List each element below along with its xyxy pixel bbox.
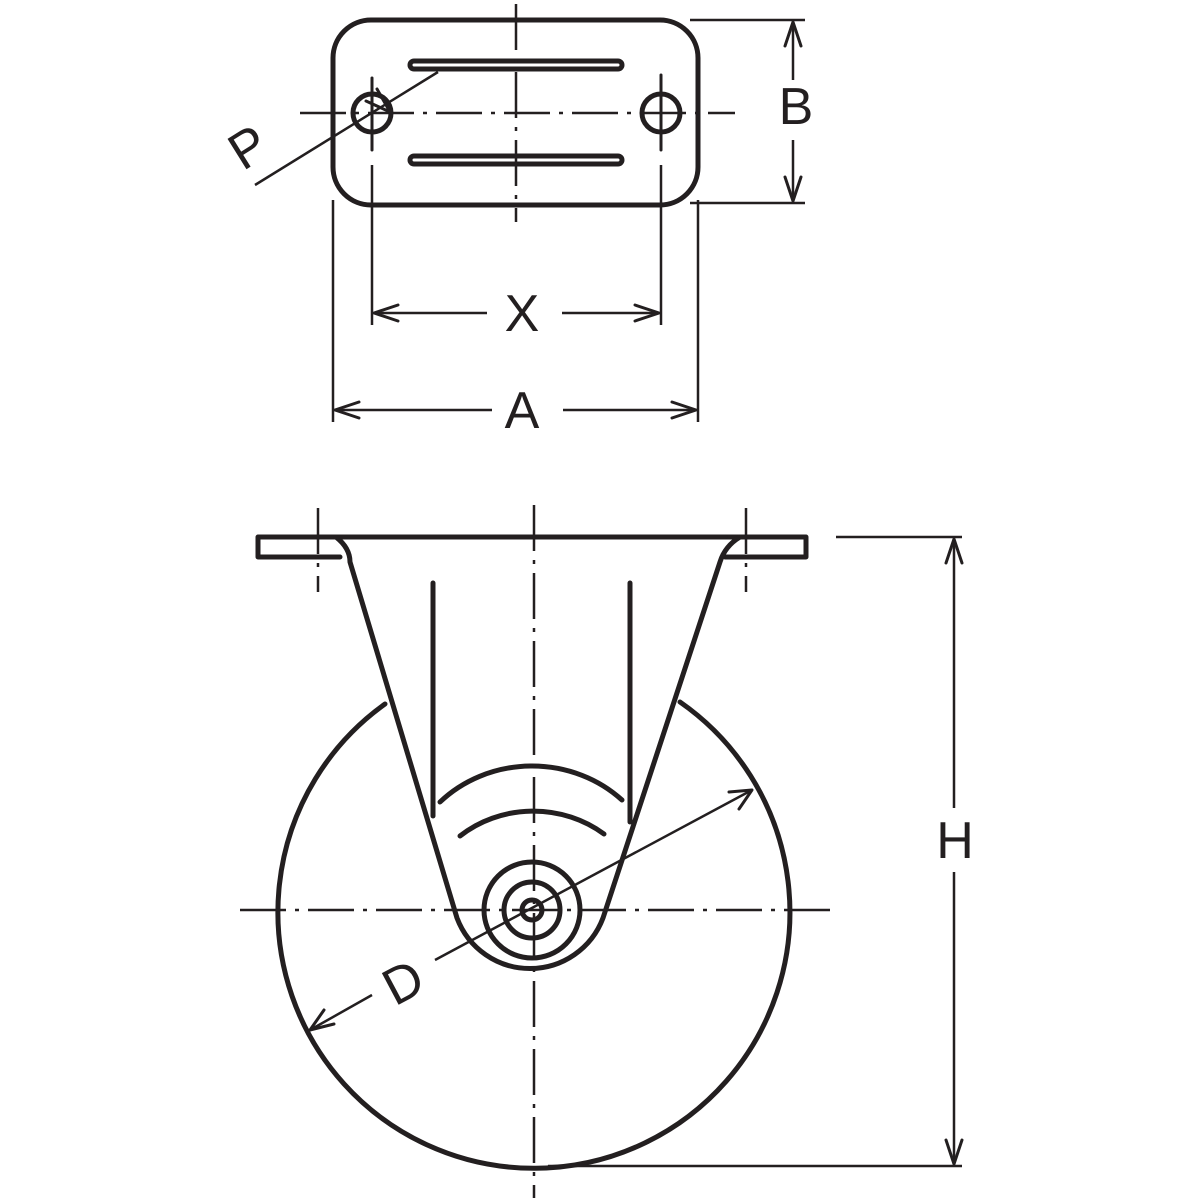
label-h: H bbox=[936, 812, 974, 870]
a-arrow-left bbox=[333, 400, 361, 420]
a-arrow-right bbox=[670, 400, 698, 420]
x-arrow-left bbox=[372, 303, 400, 323]
label-x: X bbox=[505, 285, 540, 343]
d-dimension-line-upper bbox=[434, 788, 753, 962]
d-arrow-lower bbox=[308, 1008, 336, 1032]
fork-outline bbox=[333, 534, 743, 972]
hub-arc-inner bbox=[457, 808, 607, 839]
top-view: P B X A bbox=[218, 4, 813, 440]
top-plate-left-flange bbox=[255, 534, 343, 560]
hub-arc-outer bbox=[437, 763, 625, 805]
h-arrow-bottom bbox=[944, 1138, 964, 1166]
p-leader-line bbox=[254, 70, 439, 187]
label-b: B bbox=[779, 78, 814, 136]
h-arrow-top bbox=[944, 537, 964, 565]
label-a: A bbox=[505, 382, 540, 440]
b-arrow-top bbox=[783, 20, 803, 48]
top-plate-right-flange bbox=[722, 534, 809, 560]
d-dimension-line-lower bbox=[309, 993, 373, 1032]
d-arrow-upper bbox=[727, 788, 754, 811]
axle-boss-inner bbox=[501, 879, 563, 941]
p-leader-arrowhead bbox=[364, 87, 392, 114]
label-p: P bbox=[218, 114, 278, 182]
b-arrow-bottom bbox=[783, 175, 803, 203]
label-d: D bbox=[373, 948, 433, 1017]
wheel-outline bbox=[275, 699, 793, 1171]
x-arrow-right bbox=[633, 303, 661, 323]
side-view: D H bbox=[240, 505, 974, 1198]
